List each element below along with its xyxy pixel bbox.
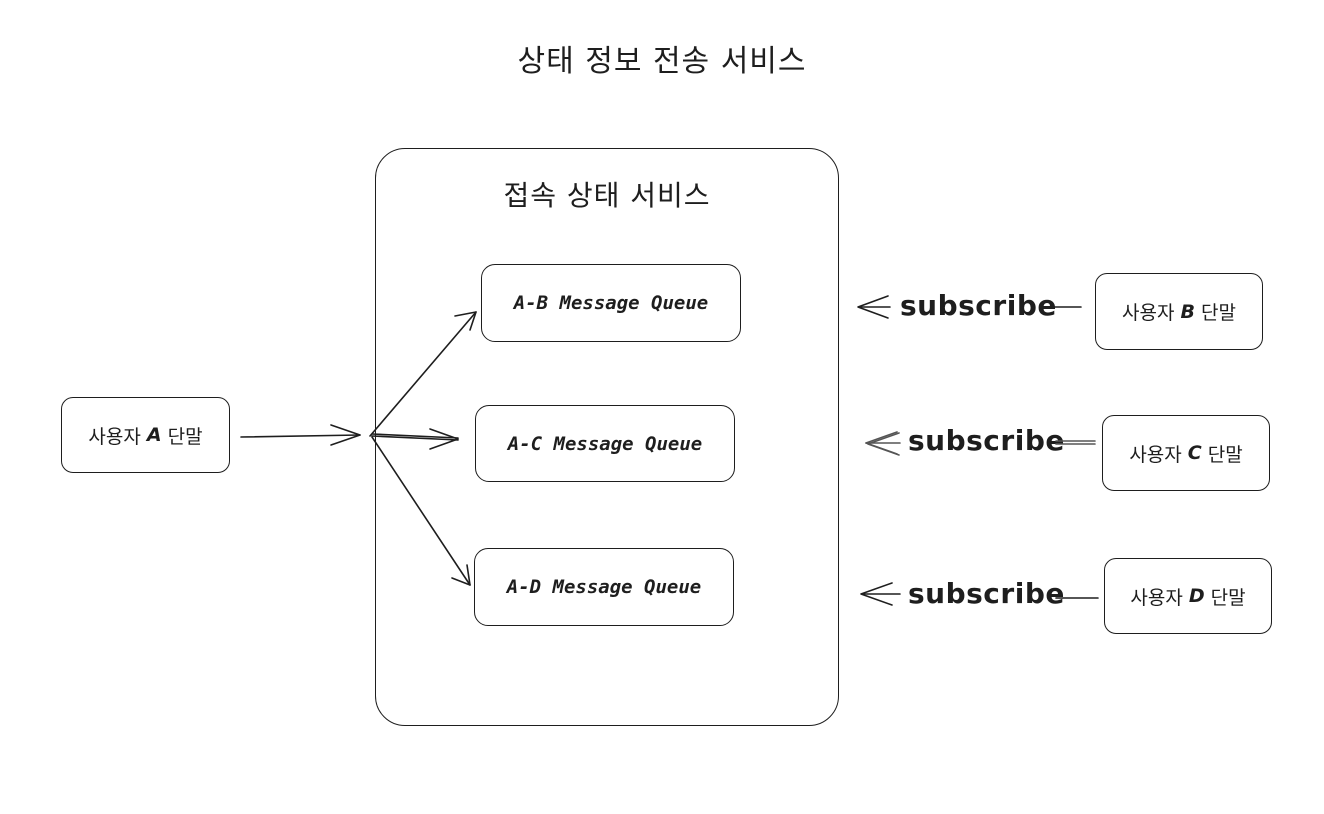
user-d-device: 사용자 D 단말 — [1104, 558, 1272, 634]
arrow-subscribe-b — [857, 295, 1082, 319]
queue-a-b: A-B Message Queue — [481, 264, 741, 342]
arrow-subscribe-c — [865, 431, 1096, 456]
user-b-letter: B — [1180, 300, 1195, 323]
user-a-letter: A — [146, 424, 162, 446]
queue-a-c-label: A-C Message Queue — [507, 432, 703, 455]
user-b-device: 사용자 B 단말 — [1095, 273, 1263, 350]
user-b-suffix: 단말 — [1200, 302, 1236, 324]
user-d-letter: D — [1188, 585, 1205, 607]
subscribe-label-c: subscribe — [908, 424, 1065, 457]
subscribe-label-b: subscribe — [900, 289, 1057, 322]
user-c-letter: C — [1187, 442, 1202, 464]
queue-a-d: A-D Message Queue — [474, 548, 734, 626]
user-d-prefix: 사용자 — [1130, 586, 1183, 609]
diagram-title: 상태 정보 전송 서비스 — [517, 44, 807, 79]
queue-a-c: A-C Message Queue — [475, 405, 735, 482]
service-title: 접속 상태 서비스 — [503, 179, 711, 212]
connection-status-service-box — [375, 148, 839, 726]
arrow-to-queue-a-b — [369, 311, 477, 437]
user-c-device: 사용자 C 단말 — [1102, 415, 1270, 491]
queue-a-d-label: A-D Message Queue — [506, 576, 702, 598]
user-a-device: 사용자 A 단말 — [61, 397, 230, 473]
arrow-to-queue-a-c — [371, 428, 459, 450]
subscribe-label-d: subscribe — [908, 577, 1065, 610]
user-a-suffix: 단말 — [167, 425, 203, 448]
user-b-prefix: 사용자 — [1122, 302, 1175, 324]
user-d-suffix: 단말 — [1210, 586, 1246, 609]
user-c-suffix: 단말 — [1207, 443, 1243, 466]
user-c-prefix: 사용자 — [1129, 443, 1182, 466]
queue-a-b-label: A-B Message Queue — [513, 292, 709, 314]
arrow-subscribe-d — [860, 582, 1099, 606]
user-a-prefix: 사용자 — [88, 425, 141, 448]
arrow-user-a-to-service — [240, 424, 361, 446]
arrow-to-queue-a-d — [371, 436, 471, 586]
